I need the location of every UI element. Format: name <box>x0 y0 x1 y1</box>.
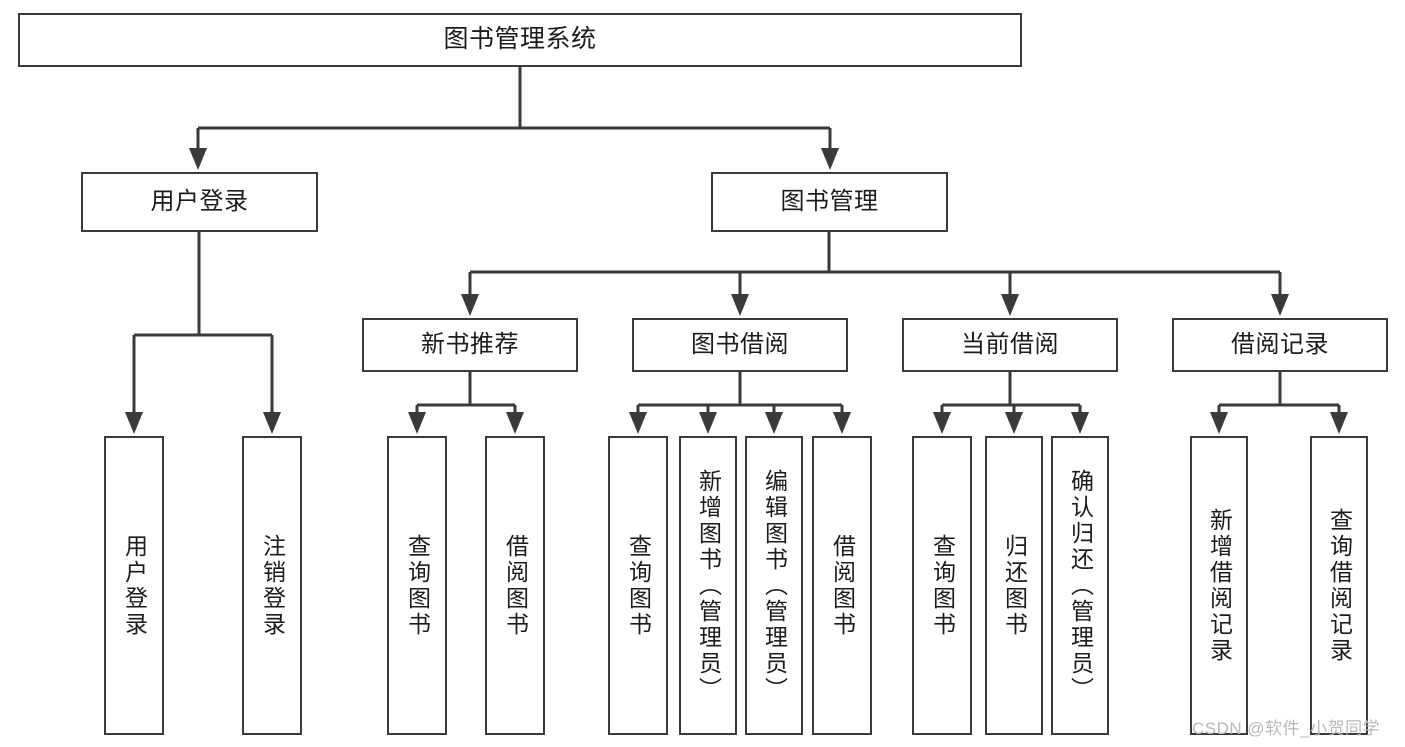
node-label-leaf-edit-book: 编辑图书（管理员） <box>761 468 788 703</box>
node-label-user-login: 用户登录 <box>150 187 249 215</box>
current-borrow-to-leaves-arrow-1 <box>1005 412 1023 434</box>
node-leaf-add-book[interactable]: 新增图书（管理员） <box>679 436 737 735</box>
node-label-new-book-rec: 新书推荐 <box>421 330 519 358</box>
book-manage-to-level2-arrow-2 <box>1001 294 1019 316</box>
book-borrow-to-leaves-arrow-0 <box>629 412 647 434</box>
node-book-manage[interactable]: 图书管理 <box>711 172 948 232</box>
node-label-leaf-borrow-book-1: 借阅图书 <box>502 533 529 638</box>
node-current-borrow[interactable]: 当前借阅 <box>902 318 1118 372</box>
node-label-leaf-query-book-1: 查询图书 <box>404 533 431 638</box>
node-borrow-record[interactable]: 借阅记录 <box>1172 318 1388 372</box>
user-login-to-leaves-arrow-1 <box>263 412 281 434</box>
node-label-leaf-user-login: 用户登录 <box>121 533 148 638</box>
node-label-leaf-confirm-return: 确认归还（管理员） <box>1067 468 1094 703</box>
node-label-leaf-add-book: 新增图书（管理员） <box>695 468 722 703</box>
current-borrow-to-leaves-arrow-2 <box>1071 412 1089 434</box>
root-to-level1-arrow-0 <box>189 148 207 170</box>
node-leaf-query-book-2[interactable]: 查询图书 <box>608 436 668 735</box>
node-leaf-query-book-3[interactable]: 查询图书 <box>912 436 972 735</box>
node-new-book-rec[interactable]: 新书推荐 <box>362 318 578 372</box>
node-user-login[interactable]: 用户登录 <box>81 172 318 232</box>
node-label-leaf-query-book-2: 查询图书 <box>625 533 652 638</box>
borrow-record-to-leaves-arrow-1 <box>1330 412 1348 434</box>
root-to-level1-arrow-1 <box>821 148 839 170</box>
book-borrow-to-leaves-arrow-1 <box>699 412 717 434</box>
book-borrow-to-leaves-arrow-3 <box>833 412 851 434</box>
node-label-leaf-query-book-3: 查询图书 <box>929 533 956 638</box>
node-root[interactable]: 图书管理系统 <box>18 13 1022 67</box>
user-login-to-leaves-arrow-0 <box>125 412 143 434</box>
node-label-borrow-record: 借阅记录 <box>1231 330 1329 358</box>
node-book-borrow[interactable]: 图书借阅 <box>632 318 848 372</box>
node-leaf-user-login[interactable]: 用户登录 <box>104 436 164 735</box>
node-label-root: 图书管理系统 <box>443 25 597 54</box>
new-book-rec-to-leaves-arrow-0 <box>408 412 426 434</box>
node-leaf-return-book[interactable]: 归还图书 <box>985 436 1043 735</box>
node-label-leaf-add-record: 新增借阅记录 <box>1206 507 1233 664</box>
book-manage-to-level2-arrow-0 <box>461 294 479 316</box>
node-leaf-query-book-1[interactable]: 查询图书 <box>387 436 447 735</box>
node-label-leaf-query-record: 查询借阅记录 <box>1326 507 1353 664</box>
node-label-leaf-logout: 注销登录 <box>259 533 286 638</box>
node-label-current-borrow: 当前借阅 <box>961 330 1059 358</box>
node-label-leaf-return-book: 归还图书 <box>1001 533 1028 638</box>
node-leaf-borrow-book-1[interactable]: 借阅图书 <box>485 436 545 735</box>
node-leaf-confirm-return[interactable]: 确认归还（管理员） <box>1051 436 1109 735</box>
current-borrow-to-leaves-arrow-0 <box>933 412 951 434</box>
node-label-leaf-borrow-book-2: 借阅图书 <box>829 533 856 638</box>
book-manage-to-level2-arrow-1 <box>731 294 749 316</box>
node-leaf-query-record[interactable]: 查询借阅记录 <box>1310 436 1368 735</box>
node-label-book-manage: 图书管理 <box>780 187 879 215</box>
node-leaf-logout[interactable]: 注销登录 <box>242 436 302 735</box>
borrow-record-to-leaves-arrow-0 <box>1210 412 1228 434</box>
book-borrow-to-leaves-arrow-2 <box>765 412 783 434</box>
book-manage-to-level2-arrow-3 <box>1271 294 1289 316</box>
node-label-book-borrow: 图书借阅 <box>691 330 789 358</box>
new-book-rec-to-leaves-arrow-1 <box>506 412 524 434</box>
node-leaf-edit-book[interactable]: 编辑图书（管理员） <box>745 436 803 735</box>
node-leaf-add-record[interactable]: 新增借阅记录 <box>1190 436 1248 735</box>
node-leaf-borrow-book-2[interactable]: 借阅图书 <box>812 436 872 735</box>
